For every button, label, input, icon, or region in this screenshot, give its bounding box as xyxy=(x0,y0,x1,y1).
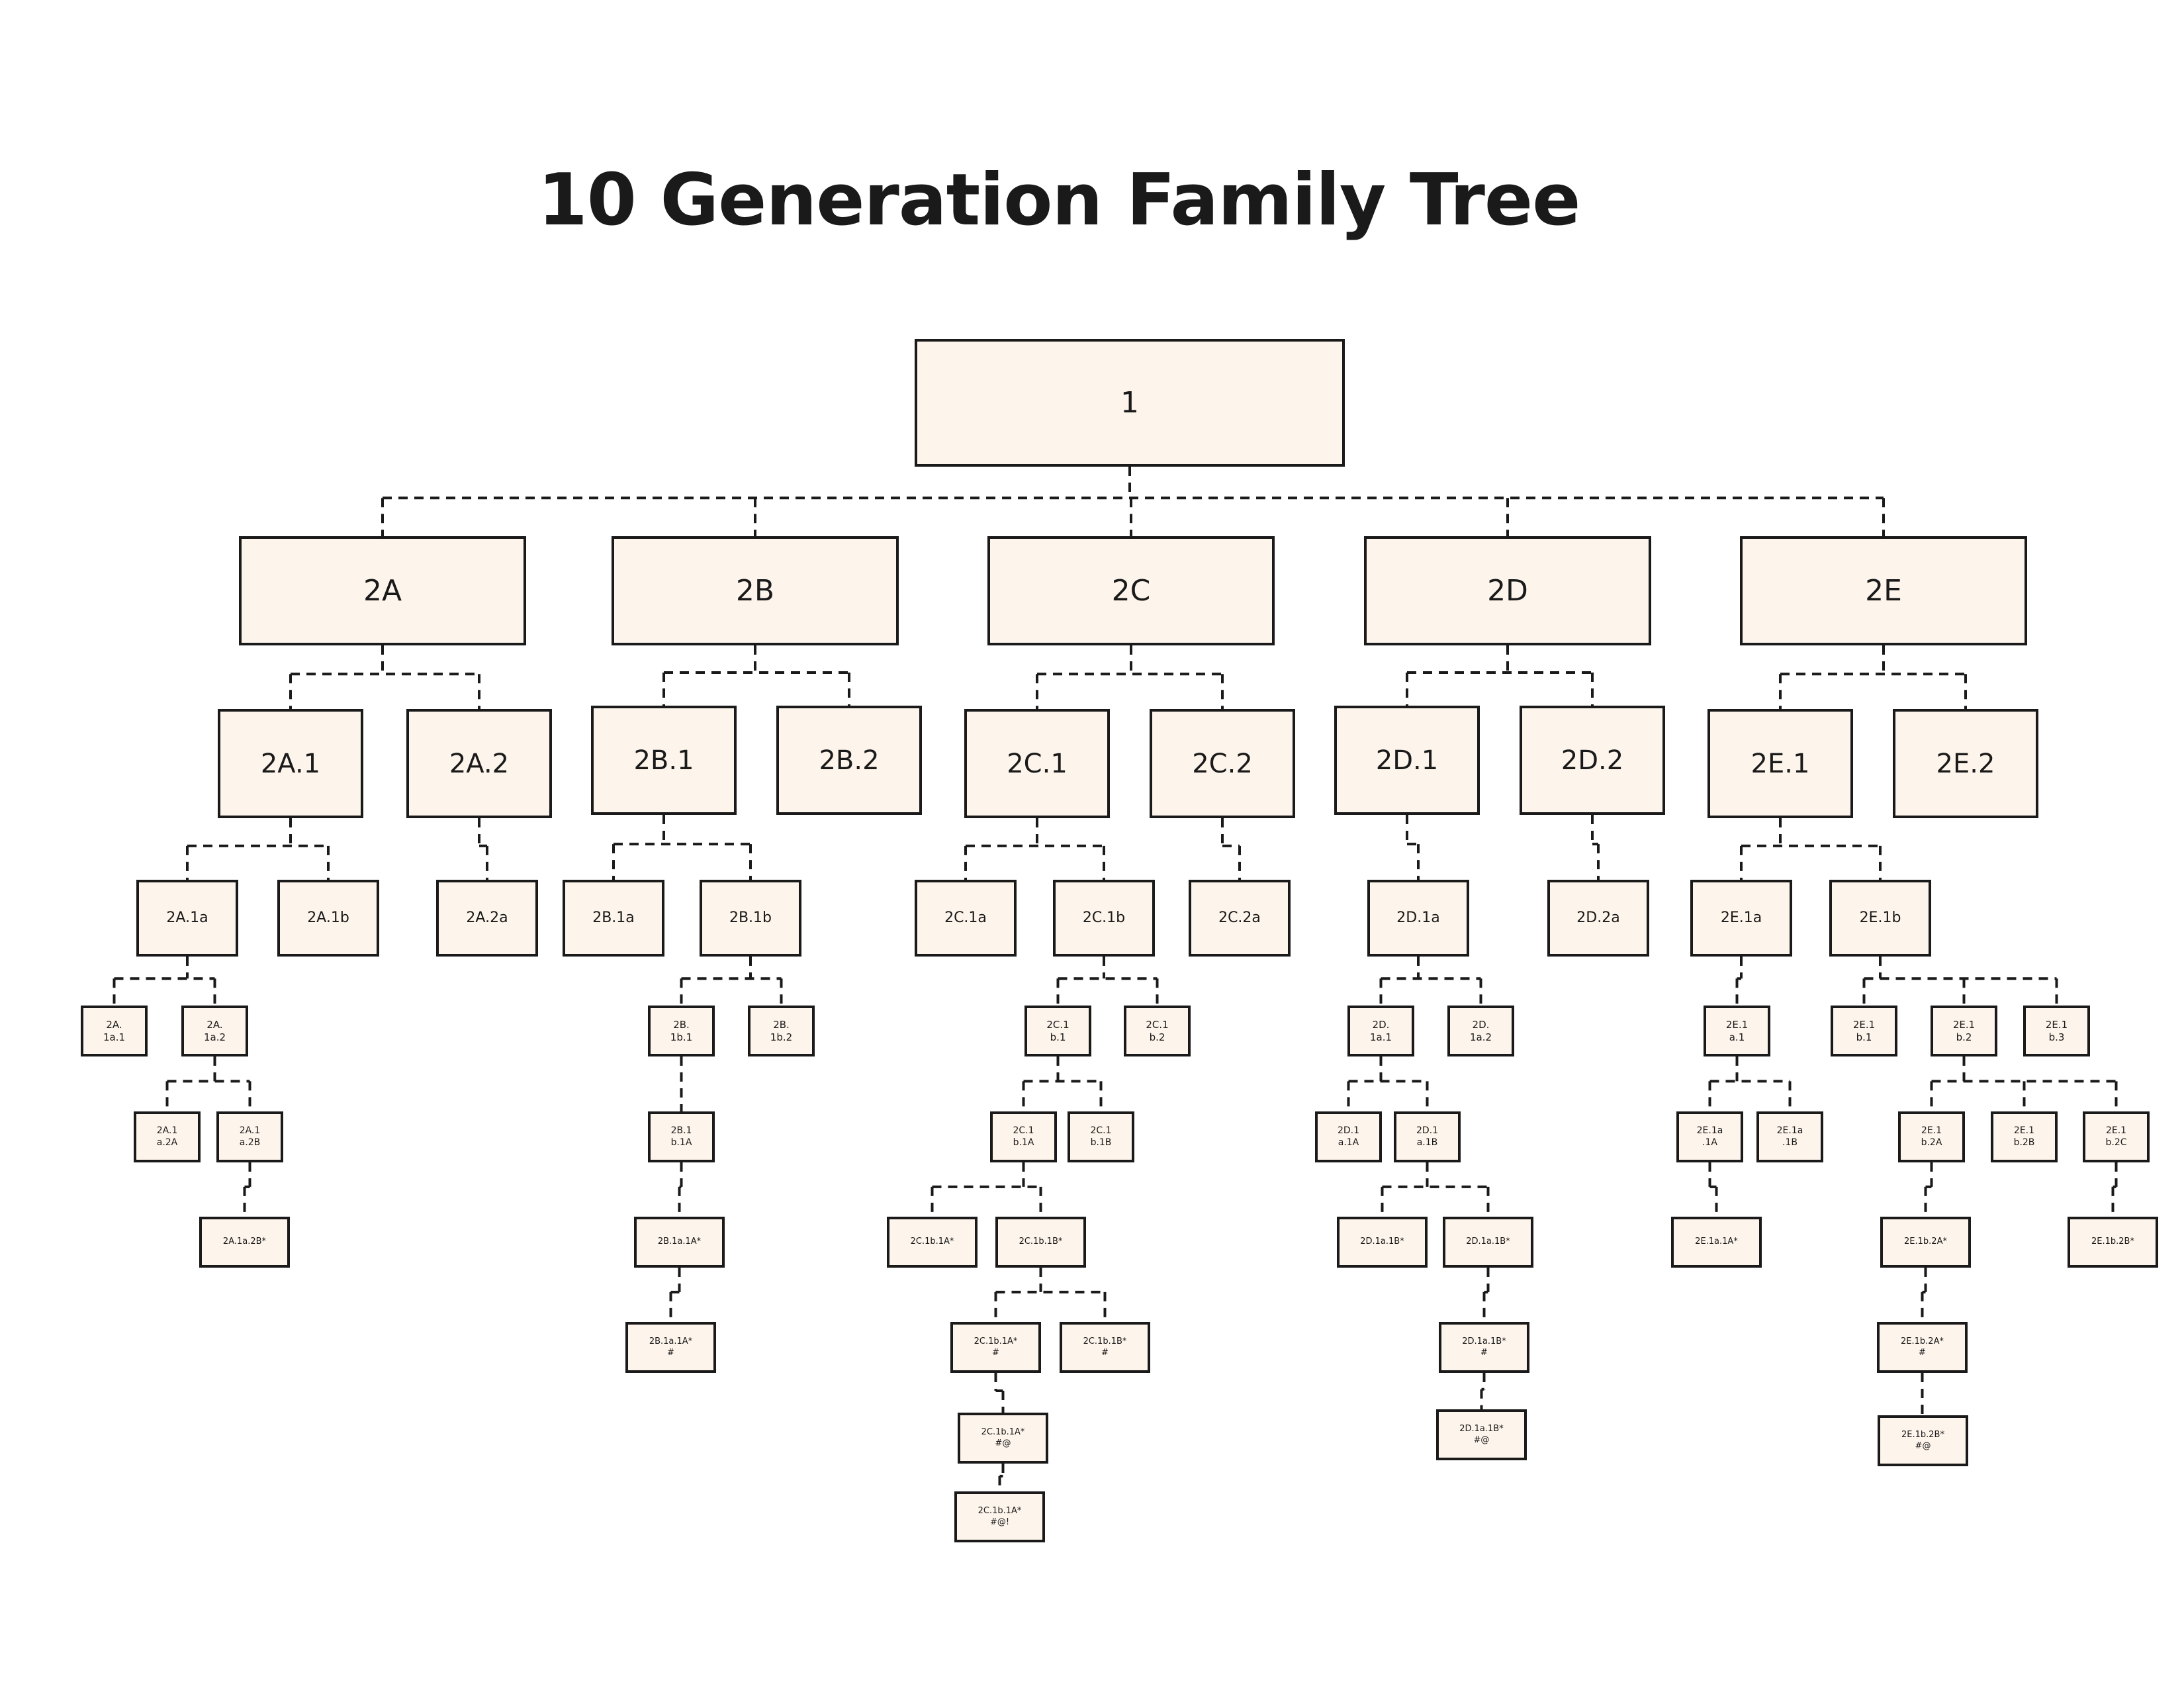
tree-node-2d-1a-2: 2D. 1a.2 xyxy=(1447,1006,1514,1056)
tree-node-2d: 2D xyxy=(1364,536,1651,645)
tree-node-2a-1a-1: 2A. 1a.1 xyxy=(81,1006,148,1056)
tree-node-2d-1a-1b-star-a: 2D.1a.1B* xyxy=(1337,1217,1428,1268)
tree-node-2b-1b: 2B.1b xyxy=(700,880,801,957)
tree-node-2a-1a-2a: 2A.1 a.2A xyxy=(134,1111,201,1162)
tree-node-2e-1b-1: 2E.1 b.1 xyxy=(1831,1006,1897,1056)
tree-node-2d-2a: 2D.2a xyxy=(1547,880,1649,957)
tree-node-2e-1: 2E.1 xyxy=(1707,709,1853,818)
tree-node-2b-1a: 2B.1a xyxy=(563,880,664,957)
tree-node-2d-1a-1b-star-hash: 2D.1a.1B* # xyxy=(1439,1322,1529,1373)
tree-node-2c-1b-1b-star: 2C.1b.1B* xyxy=(995,1217,1086,1268)
tree-node-2d-1a-1b-star-b: 2D.1a.1B* xyxy=(1443,1217,1533,1268)
tree-node-2e-1a: 2E.1a xyxy=(1690,880,1792,957)
tree-node-2e-1b-2a-star: 2E.1b.2A* xyxy=(1880,1217,1971,1268)
tree-node-2c-1: 2C.1 xyxy=(964,709,1110,818)
tree-node-2e-1a-1b: 2E.1a .1B xyxy=(1756,1111,1823,1162)
tree-node-2e-1a-1a-star: 2E.1a.1A* xyxy=(1671,1217,1762,1268)
tree-node-2e-1b-2c: 2E.1 b.2C xyxy=(2083,1111,2150,1162)
tree-node-2b-1: 2B.1 xyxy=(591,706,737,815)
tree-node-2e-1b-2b: 2E.1 b.2B xyxy=(1991,1111,2058,1162)
tree-node-2c-2: 2C.2 xyxy=(1150,709,1295,818)
tree-node-2c-1b-1b: 2C.1 b.1B xyxy=(1068,1111,1134,1162)
tree-node-2c-1b-1a: 2C.1 b.1A xyxy=(990,1111,1057,1162)
tree-node-2e-2: 2E.2 xyxy=(1893,709,2038,818)
tree-node-2a-1: 2A.1 xyxy=(218,709,363,818)
tree-node-2a-1a-2b-star: 2A.1a.2B* xyxy=(199,1217,290,1268)
tree-node-1: 1 xyxy=(915,339,1345,467)
tree-node-2e-1b-2: 2E.1 b.2 xyxy=(1931,1006,1997,1056)
tree-node-2c-1b-1b-star-hash: 2C.1b.1B* # xyxy=(1060,1322,1150,1373)
tree-node-2c-1b-1a-star: 2C.1b.1A* xyxy=(887,1217,978,1268)
tree-node-2b-1a-1a-star: 2B.1a.1A* xyxy=(634,1217,725,1268)
tree-node-2b-1b-1a: 2B.1 b.1A xyxy=(648,1111,715,1162)
tree-node-2d-1a-1a: 2D.1 a.1A xyxy=(1315,1111,1382,1162)
tree-node-2d-1: 2D.1 xyxy=(1334,706,1480,815)
tree-node-2a-1a: 2A.1a xyxy=(136,880,238,957)
tree-node-2e-1a-1: 2E.1 a.1 xyxy=(1704,1006,1770,1056)
tree-node-2b-1b-2: 2B. 1b.2 xyxy=(748,1006,815,1056)
tree-node-2a-1a-2b: 2A.1 a.2B xyxy=(216,1111,283,1162)
tree-node-2c-1b-2: 2C.1 b.2 xyxy=(1124,1006,1191,1056)
tree-node-2d-1a: 2D.1a xyxy=(1367,880,1469,957)
tree-node-2b-2: 2B.2 xyxy=(776,706,922,815)
tree-node-2e-1b-2a: 2E.1 b.2A xyxy=(1898,1111,1965,1162)
tree-node-2a-2: 2A.2 xyxy=(406,709,552,818)
tree-node-2c: 2C xyxy=(987,536,1275,645)
tree-node-2e-1b-2a-star-hash: 2E.1b.2A* # xyxy=(1877,1322,1968,1373)
tree-node-2a-2a: 2A.2a xyxy=(436,880,538,957)
tree-node-2c-1b-1a-star-hash-at: 2C.1b.1A* #@ xyxy=(958,1413,1048,1464)
tree-node-2c-1b-1a-star-hash-at-bang: 2C.1b.1A* #@! xyxy=(954,1491,1045,1542)
tree-node-2d-2: 2D.2 xyxy=(1520,706,1665,815)
tree-node-2a-1a-2: 2A. 1a.2 xyxy=(181,1006,248,1056)
tree-node-2e: 2E xyxy=(1740,536,2027,645)
tree-node-2a: 2A xyxy=(239,536,526,645)
tree-node-2c-2a: 2C.2a xyxy=(1189,880,1291,957)
tree-node-2d-1a-1b-star-hash-at: 2D.1a.1B* #@ xyxy=(1436,1409,1527,1460)
tree-node-2b-1b-1: 2B. 1b.1 xyxy=(648,1006,715,1056)
tree-node-2e-1b: 2E.1b xyxy=(1829,880,1931,957)
tree-node-2e-1b-2b-star-hash-at: 2E.1b.2B* #@ xyxy=(1878,1415,1968,1466)
page-title: 10 Generation Family Tree xyxy=(537,159,1581,242)
tree-node-2d-1a-1b: 2D.1 a.1B xyxy=(1394,1111,1461,1162)
tree-node-2e-1b-3: 2E.1 b.3 xyxy=(2023,1006,2090,1056)
tree-node-2b-1a-1a-star-hash: 2B.1a.1A* # xyxy=(625,1322,716,1373)
tree-node-2c-1a: 2C.1a xyxy=(915,880,1017,957)
tree-node-2d-1a-1: 2D. 1a.1 xyxy=(1347,1006,1414,1056)
tree-node-2c-1b-1a-star-hash: 2C.1b.1A* # xyxy=(950,1322,1041,1373)
tree-node-2a-1b: 2A.1b xyxy=(277,880,379,957)
tree-node-2c-1b: 2C.1b xyxy=(1053,880,1155,957)
tree-node-2b: 2B xyxy=(612,536,899,645)
tree-node-2e-1a-1a: 2E.1a .1A xyxy=(1676,1111,1743,1162)
tree-node-2c-1b-1: 2C.1 b.1 xyxy=(1024,1006,1091,1056)
tree-node-2e-1b-2b-star: 2E.1b.2B* xyxy=(2068,1217,2158,1268)
